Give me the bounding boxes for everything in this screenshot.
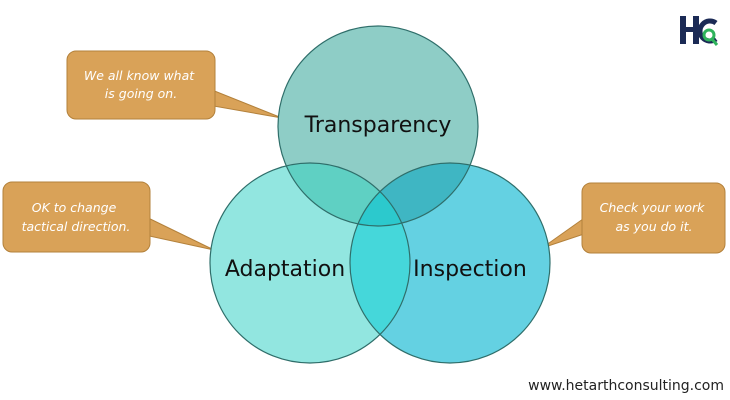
circle-adaptation-outline [209,162,411,364]
hc-logo-icon [680,16,719,46]
callout-left-line-1: OK to change [32,200,117,215]
callout-left-box [2,181,151,253]
callout-right: Check your work as you do it. [541,182,726,254]
circle-inspection-outline [349,162,551,364]
callout-right-line-1: Check your work [600,200,706,215]
callout-left-pointer [139,213,215,251]
callout-top: We all know what is going on. [66,50,283,120]
label-adaptation: Adaptation [225,257,345,282]
callout-right-text: Check your work as you do it. [600,200,709,234]
label-transparency: Transparency [304,113,452,138]
logo-green-ring [702,28,716,42]
callout-left-text: OK to change tactical direction. [22,200,131,234]
callout-top-box [66,50,216,120]
footer-url[interactable]: www.hetarthconsulting.com [528,378,724,394]
callout-right-line-2: as you do it. [616,219,693,234]
callout-top-text: We all know what is going on. [84,68,198,101]
callout-left-line-2: tactical direction. [22,219,131,234]
callout-left: OK to change tactical direction. [2,181,215,253]
overlap-transparency-group [278,163,478,226]
logo-green-tail [710,38,719,46]
circle-transparency-outline [277,25,479,227]
callout-right-box [581,182,726,254]
overlap-transparency-adaptation [278,163,410,226]
label-inspection: Inspection [413,257,527,282]
logo-h-bar [680,27,699,32]
overlap-transparency-inspection [350,163,478,226]
callout-top-line-1: We all know what [84,68,195,83]
callout-top-line-2: is going on. [105,86,177,101]
